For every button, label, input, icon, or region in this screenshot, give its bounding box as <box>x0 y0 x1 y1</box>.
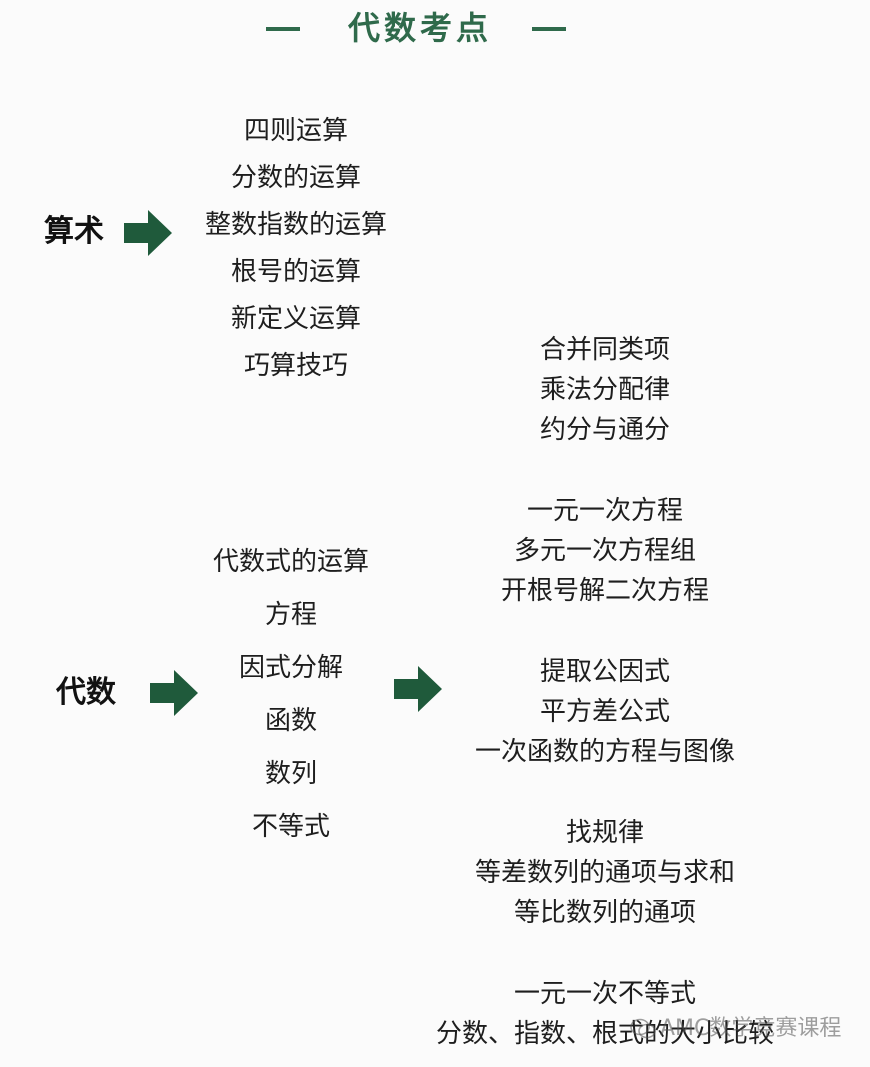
title-row: 代数考点 <box>0 8 870 48</box>
detail-item: 提取公因式 <box>539 657 670 687</box>
watermark-text: AMC数学竞赛课程 <box>660 1016 842 1041</box>
detail-group: 找规律 等差数列的通项与求和 等比数列的通项 <box>420 813 790 933</box>
detail-item: 等差数列的通项与求和 <box>474 858 735 888</box>
page-title: 代数考点 <box>347 9 492 47</box>
algebra-arrow-icon <box>150 670 198 716</box>
algebra-label: 代数 <box>56 675 116 710</box>
arithmetic-topic: 四则运算 <box>243 116 348 146</box>
title-dash-left <box>266 27 300 31</box>
detail-item: 找规律 <box>565 818 644 848</box>
detail-item: 多元一次方程组 <box>513 536 696 566</box>
algebra-topic: 函数 <box>264 706 317 736</box>
detail-item: 一元一次不等式 <box>513 979 696 1009</box>
algebra-topic: 数列 <box>264 759 317 789</box>
arithmetic-topic-list: 四则运算 分数的运算 整数指数的运算 根号的运算 新定义运算 巧算技巧 <box>190 108 402 390</box>
wechat-icon <box>630 1018 656 1039</box>
detail-item: 一次函数的方程与图像 <box>474 737 735 767</box>
detail-group: 一元一次方程 多元一次方程组 开根号解二次方程 <box>420 491 790 611</box>
algebra-topic: 代数式的运算 <box>212 547 369 577</box>
arithmetic-topic: 巧算技巧 <box>243 351 348 381</box>
detail-group: 一元一次不等式 分数、指数、根式的大小比较 <box>420 974 790 1054</box>
detail-item: 分数、指数、根式的大小比较 <box>435 1019 774 1049</box>
detail-item: 开根号解二次方程 <box>500 576 709 606</box>
detail-item: 乘法分配律 <box>539 375 670 405</box>
detail-item: 约分与通分 <box>539 415 670 445</box>
detail-item: 合并同类项 <box>539 335 670 365</box>
arithmetic-topic: 根号的运算 <box>230 257 361 287</box>
details-arrow-icon <box>394 666 442 712</box>
detail-item: 一元一次方程 <box>526 496 683 526</box>
algebra-topic: 因式分解 <box>238 653 343 683</box>
watermark: AMC数学竞赛课程 <box>630 1014 841 1044</box>
detail-item: 等比数列的通项 <box>513 898 696 928</box>
arithmetic-arrow-icon <box>124 210 172 256</box>
algebra-topic: 不等式 <box>251 812 330 842</box>
algebra-topic-list: 代数式的运算 方程 因式分解 函数 数列 不等式 <box>190 536 392 854</box>
detail-item: 平方差公式 <box>539 697 670 727</box>
detail-group: 提取公因式 平方差公式 一次函数的方程与图像 <box>420 652 790 772</box>
detail-group: 合并同类项 乘法分配律 约分与通分 <box>420 330 790 450</box>
arithmetic-label: 算术 <box>44 214 104 249</box>
arithmetic-topic: 分数的运算 <box>230 163 361 193</box>
arithmetic-topic: 新定义运算 <box>230 304 361 334</box>
algebra-topic: 方程 <box>264 600 317 630</box>
arithmetic-topic: 整数指数的运算 <box>204 210 387 240</box>
title-dash-right <box>532 27 566 31</box>
